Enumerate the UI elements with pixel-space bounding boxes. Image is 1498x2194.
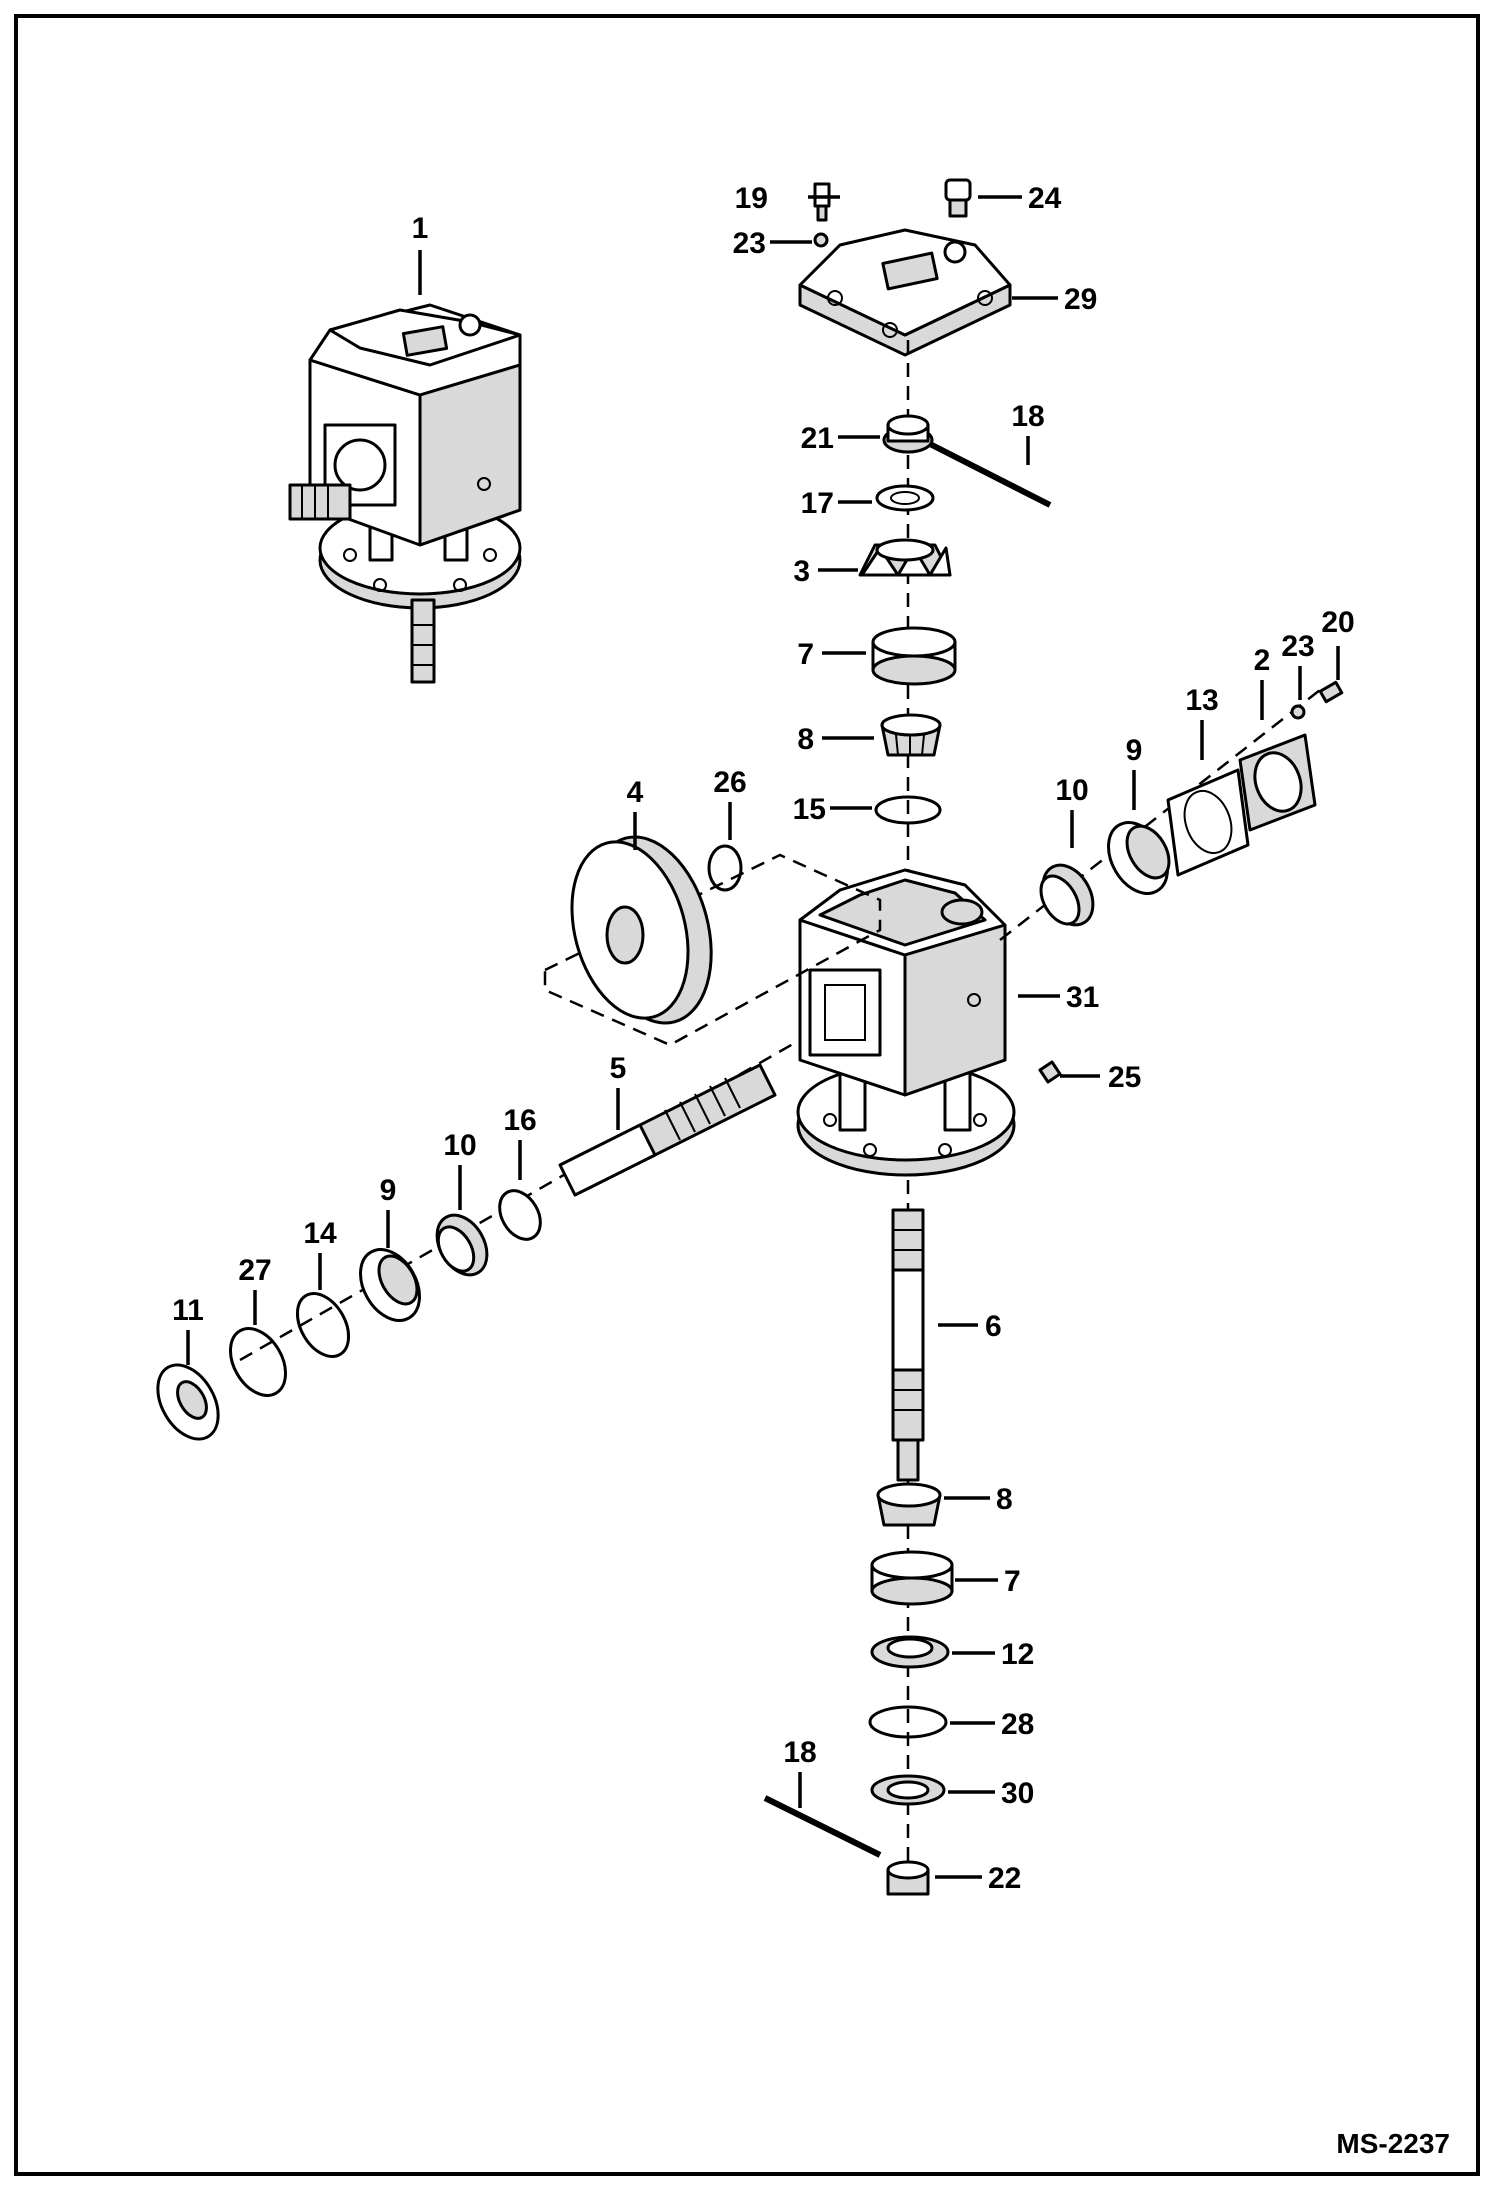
label-part-19: 19 — [735, 182, 768, 215]
part-12-seal-shape — [870, 1635, 950, 1669]
label-part-16: 16 — [503, 1104, 536, 1137]
label-part-9-left: 9 — [380, 1174, 397, 1207]
label-part-10-right: 10 — [1055, 774, 1088, 807]
label-part-14: 14 — [303, 1217, 337, 1250]
part-6-output-shaft-shape — [891, 1208, 925, 1482]
label-part-15: 15 — [793, 793, 826, 826]
label-part-30: 30 — [1001, 1777, 1034, 1810]
label-part-22: 22 — [988, 1862, 1021, 1895]
part-14-oring-shape — [295, 1292, 351, 1358]
part-29-cover-shape — [798, 228, 1012, 357]
label-part-23-top: 23 — [733, 227, 766, 260]
part-10-left-cone-shape — [435, 1213, 489, 1277]
assembled-gearbox — [288, 303, 522, 684]
gear-placement-dashed — [543, 853, 882, 1047]
part-31-housing-shape — [796, 868, 1016, 1177]
label-part-20: 20 — [1321, 606, 1354, 639]
label-part-26: 26 — [713, 766, 746, 799]
label-part-23-right: 23 — [1281, 630, 1314, 663]
label-part-8-lower: 8 — [996, 1483, 1013, 1516]
label-part-11: 11 — [172, 1294, 204, 1327]
part-9-right-cup-shape — [1107, 821, 1171, 895]
label-part-27: 27 — [238, 1254, 271, 1287]
part-10-right-cone-shape — [1039, 863, 1095, 927]
label-part-17: 17 — [801, 487, 834, 520]
part-23-washer-shape — [813, 232, 829, 248]
part-18-cotter-pin-shape — [928, 441, 1052, 508]
label-part-7-top: 7 — [797, 638, 814, 671]
label-part-25: 25 — [1108, 1061, 1141, 1094]
part-20-screw-shape — [1318, 680, 1344, 704]
label-part-12: 12 — [1001, 1638, 1034, 1671]
label-part-3: 3 — [793, 555, 810, 588]
part-19-bolt-shape — [813, 182, 831, 222]
part-23-right-washer-shape — [1290, 704, 1306, 720]
part-13-gasket-shape — [1166, 768, 1250, 877]
part-21-castle-nut-shape — [882, 414, 934, 454]
label-part-13: 13 — [1185, 684, 1218, 717]
part-18-lower-pin-shape — [763, 1795, 882, 1858]
part-7-lower-cup-shape — [870, 1550, 954, 1606]
part-4-ring-gear-shape — [570, 835, 713, 1025]
part-24-plug-shape — [944, 178, 972, 218]
label-part-10-left: 10 — [443, 1129, 476, 1162]
label-part-28: 28 — [1001, 1708, 1034, 1741]
part-25-plug-shape — [1038, 1060, 1062, 1084]
label-part-24: 24 — [1028, 182, 1062, 215]
label-part-7-lower: 7 — [1004, 1565, 1021, 1598]
part-15-oring-shape — [874, 795, 942, 825]
part-7-cup-shape — [871, 626, 957, 686]
part-8-lower-cone-shape — [876, 1482, 942, 1527]
part-16-spacer-shape — [498, 1189, 542, 1241]
label-part-5: 5 — [610, 1052, 627, 1085]
label-part-6: 6 — [985, 1310, 1002, 1343]
label-part-1: 1 — [412, 212, 429, 245]
label-part-29: 29 — [1064, 283, 1097, 316]
part-11-seal-shape — [156, 1363, 220, 1441]
part-30-washer-shape — [870, 1774, 946, 1806]
part-3-pinion-gear-shape — [858, 538, 952, 577]
label-part-8-top: 8 — [797, 723, 814, 756]
part-27-snap-ring-shape — [229, 1327, 287, 1397]
label-part-18-top: 18 — [1011, 400, 1044, 433]
part-22-castle-nut-shape — [886, 1860, 930, 1896]
part-5-input-shaft-shape — [558, 1063, 777, 1197]
label-part-18-lower: 18 — [783, 1736, 816, 1769]
part-17-washer-shape — [875, 484, 935, 512]
leader-lines — [186, 195, 1340, 1879]
part-26-snap-ring-shape — [707, 844, 743, 892]
part-9-left-cup-shape — [359, 1248, 421, 1322]
part-28-snap-ring-shape — [868, 1705, 948, 1739]
label-part-2: 2 — [1254, 644, 1271, 677]
part-2-flange-cover-shape — [1238, 733, 1317, 832]
drawing-id: MS-2237 — [1336, 2128, 1450, 2159]
label-part-21: 21 — [801, 422, 834, 455]
label-part-31: 31 — [1066, 981, 1099, 1014]
part-8-cone-shape — [880, 713, 942, 757]
label-part-4: 4 — [627, 776, 644, 809]
label-part-9-right: 9 — [1126, 734, 1143, 767]
